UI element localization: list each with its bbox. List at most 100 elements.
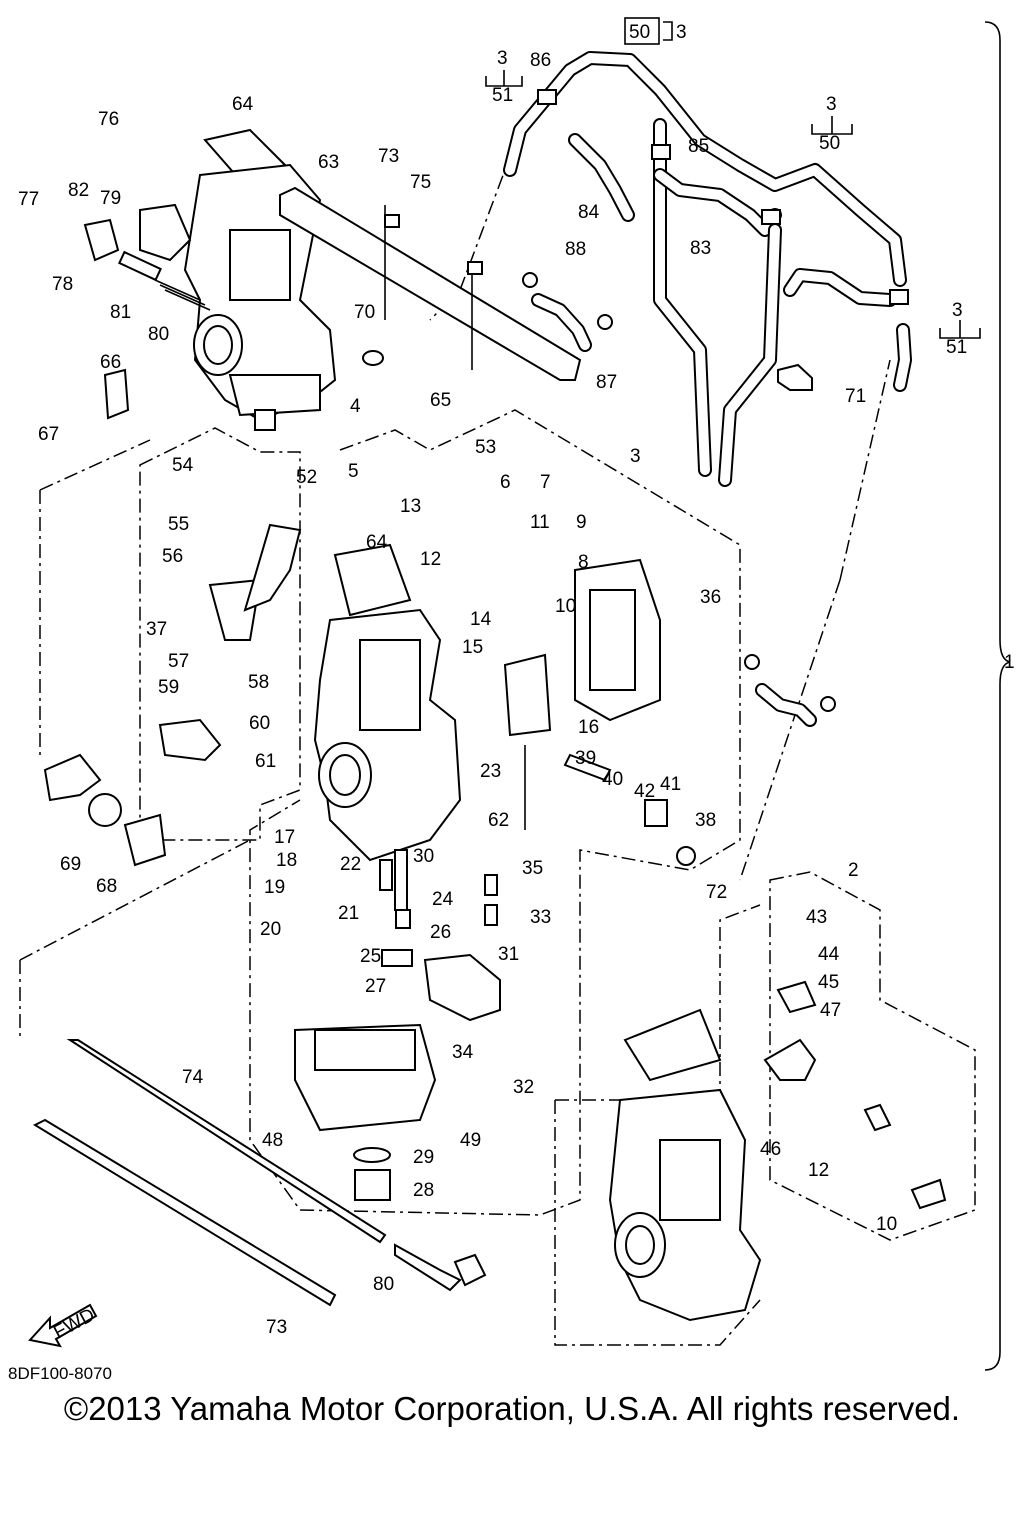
breather-hoses	[503, 51, 912, 727]
part-callout-59: 59	[158, 677, 179, 698]
part-callout-30: 30	[413, 846, 434, 867]
part-callout-35: 35	[522, 858, 543, 879]
part-callout-71: 71	[845, 386, 866, 407]
group-label-g51b: 51	[946, 337, 967, 358]
part-callout-67: 67	[38, 424, 59, 445]
part-callout-66: 66	[100, 352, 121, 373]
group-bracket-labels	[485, 17, 981, 339]
part-callout-10: 10	[555, 596, 576, 617]
part-callout-65: 65	[430, 390, 451, 411]
part-callout-75: 75	[410, 172, 431, 193]
part-callout-33: 33	[530, 907, 551, 928]
part-callout-78: 78	[52, 274, 73, 295]
part-callout-11: 11	[530, 512, 550, 533]
part-callout-53: 53	[475, 437, 496, 458]
part-callout-82: 82	[68, 180, 89, 201]
fwd-arrow-icon: FWD	[28, 1303, 98, 1348]
part-callout-55: 55	[168, 514, 189, 535]
group-outlines	[19, 169, 976, 1346]
part-callout-61: 61	[255, 751, 276, 772]
fwd-label: FWD	[50, 1305, 98, 1344]
part-callout-39: 39	[575, 748, 596, 769]
part-callout-69: 69	[60, 854, 81, 875]
part-callout-77: 77	[18, 189, 39, 210]
part-callout-79: 79	[100, 188, 121, 209]
group-label-g51a-ref: 3	[497, 48, 508, 69]
part-callout-23: 23	[480, 761, 501, 782]
part-callout-26: 26	[430, 922, 451, 943]
part-callout-9: 9	[576, 512, 587, 533]
part-callout-21: 21	[338, 903, 359, 924]
part-callout-86: 86	[530, 50, 551, 71]
carburetor-lower-right	[608, 980, 947, 1322]
part-callout-2: 2	[848, 860, 859, 881]
part-callout-10: 10	[876, 1214, 897, 1235]
part-callout-83: 83	[690, 238, 711, 259]
part-callout-84: 84	[578, 202, 600, 223]
part-callout-43: 43	[806, 907, 827, 928]
part-callout-70: 70	[354, 302, 375, 323]
part-callout-80: 80	[373, 1274, 394, 1295]
group-label-g50b-ref: 3	[826, 94, 837, 115]
part-callout-38: 38	[695, 810, 716, 831]
part-callout-57: 57	[168, 651, 189, 672]
part-callout-5: 5	[348, 461, 359, 482]
part-callout-68: 68	[96, 876, 117, 897]
part-callout-48: 48	[262, 1130, 283, 1151]
part-callout-64: 64	[232, 94, 254, 115]
part-callout-73: 73	[378, 146, 399, 167]
part-callout-22: 22	[340, 854, 361, 875]
part-callout-58: 58	[248, 672, 269, 693]
part-callout-12: 12	[808, 1160, 829, 1181]
group-label-g51b-ref: 3	[952, 300, 963, 321]
part-callout-25: 25	[360, 946, 381, 967]
part-callout-60: 60	[249, 713, 270, 734]
part-callout-74: 74	[182, 1067, 204, 1088]
part-callout-52: 52	[296, 467, 317, 488]
part-callout-24: 24	[432, 889, 454, 910]
part-callout-20: 20	[260, 919, 281, 940]
part-callout-80: 80	[148, 324, 169, 345]
part-callout-44: 44	[818, 944, 840, 965]
part-callout-49: 49	[460, 1130, 481, 1151]
group-label-g50a-ref: 3	[676, 22, 687, 43]
part-callout-31: 31	[498, 944, 519, 965]
part-callout-27: 27	[365, 976, 386, 997]
part-callout-73: 73	[266, 1317, 287, 1338]
part-callout-37: 37	[146, 619, 167, 640]
part-callout-46: 46	[760, 1139, 781, 1160]
copyright-notice: ©2013 Yamaha Motor Corporation, U.S.A. A…	[63, 1390, 961, 1427]
part-callout-3: 3	[630, 446, 641, 467]
part-callout-32: 32	[513, 1077, 534, 1098]
part-callout-17: 17	[274, 827, 295, 848]
part-callout-76: 76	[98, 109, 119, 130]
part-callout-47: 47	[820, 1000, 841, 1021]
group-label-g51a: 51	[492, 85, 513, 106]
part-callout-4: 4	[350, 396, 361, 417]
part-callout-88: 88	[565, 239, 586, 260]
document-code: 8DF100-8070	[8, 1364, 112, 1383]
part-callout-19: 19	[264, 877, 285, 898]
part-callout-8: 8	[578, 552, 589, 573]
part-callout-40: 40	[602, 769, 623, 790]
part-callout-29: 29	[413, 1147, 434, 1168]
part-callout-18: 18	[276, 850, 297, 871]
part-callout-63: 63	[318, 152, 339, 173]
part-callout-62: 62	[488, 810, 509, 831]
part-callout-15: 15	[462, 637, 483, 658]
carburetor-upper-left	[83, 128, 582, 431]
part-callout-81: 81	[110, 302, 131, 323]
part-callout-12: 12	[420, 549, 441, 570]
carburetor-center	[43, 523, 696, 1201]
part-callout-54: 54	[172, 455, 194, 476]
assembly-label: 1	[1004, 652, 1015, 673]
part-callout-13: 13	[400, 496, 421, 517]
group-label-g50a: 50	[629, 22, 650, 43]
part-callout-87: 87	[596, 372, 617, 393]
part-callout-36: 36	[700, 587, 721, 608]
part-callout-14: 14	[470, 609, 492, 630]
part-callout-7: 7	[540, 472, 551, 493]
part-callout-56: 56	[162, 546, 183, 567]
